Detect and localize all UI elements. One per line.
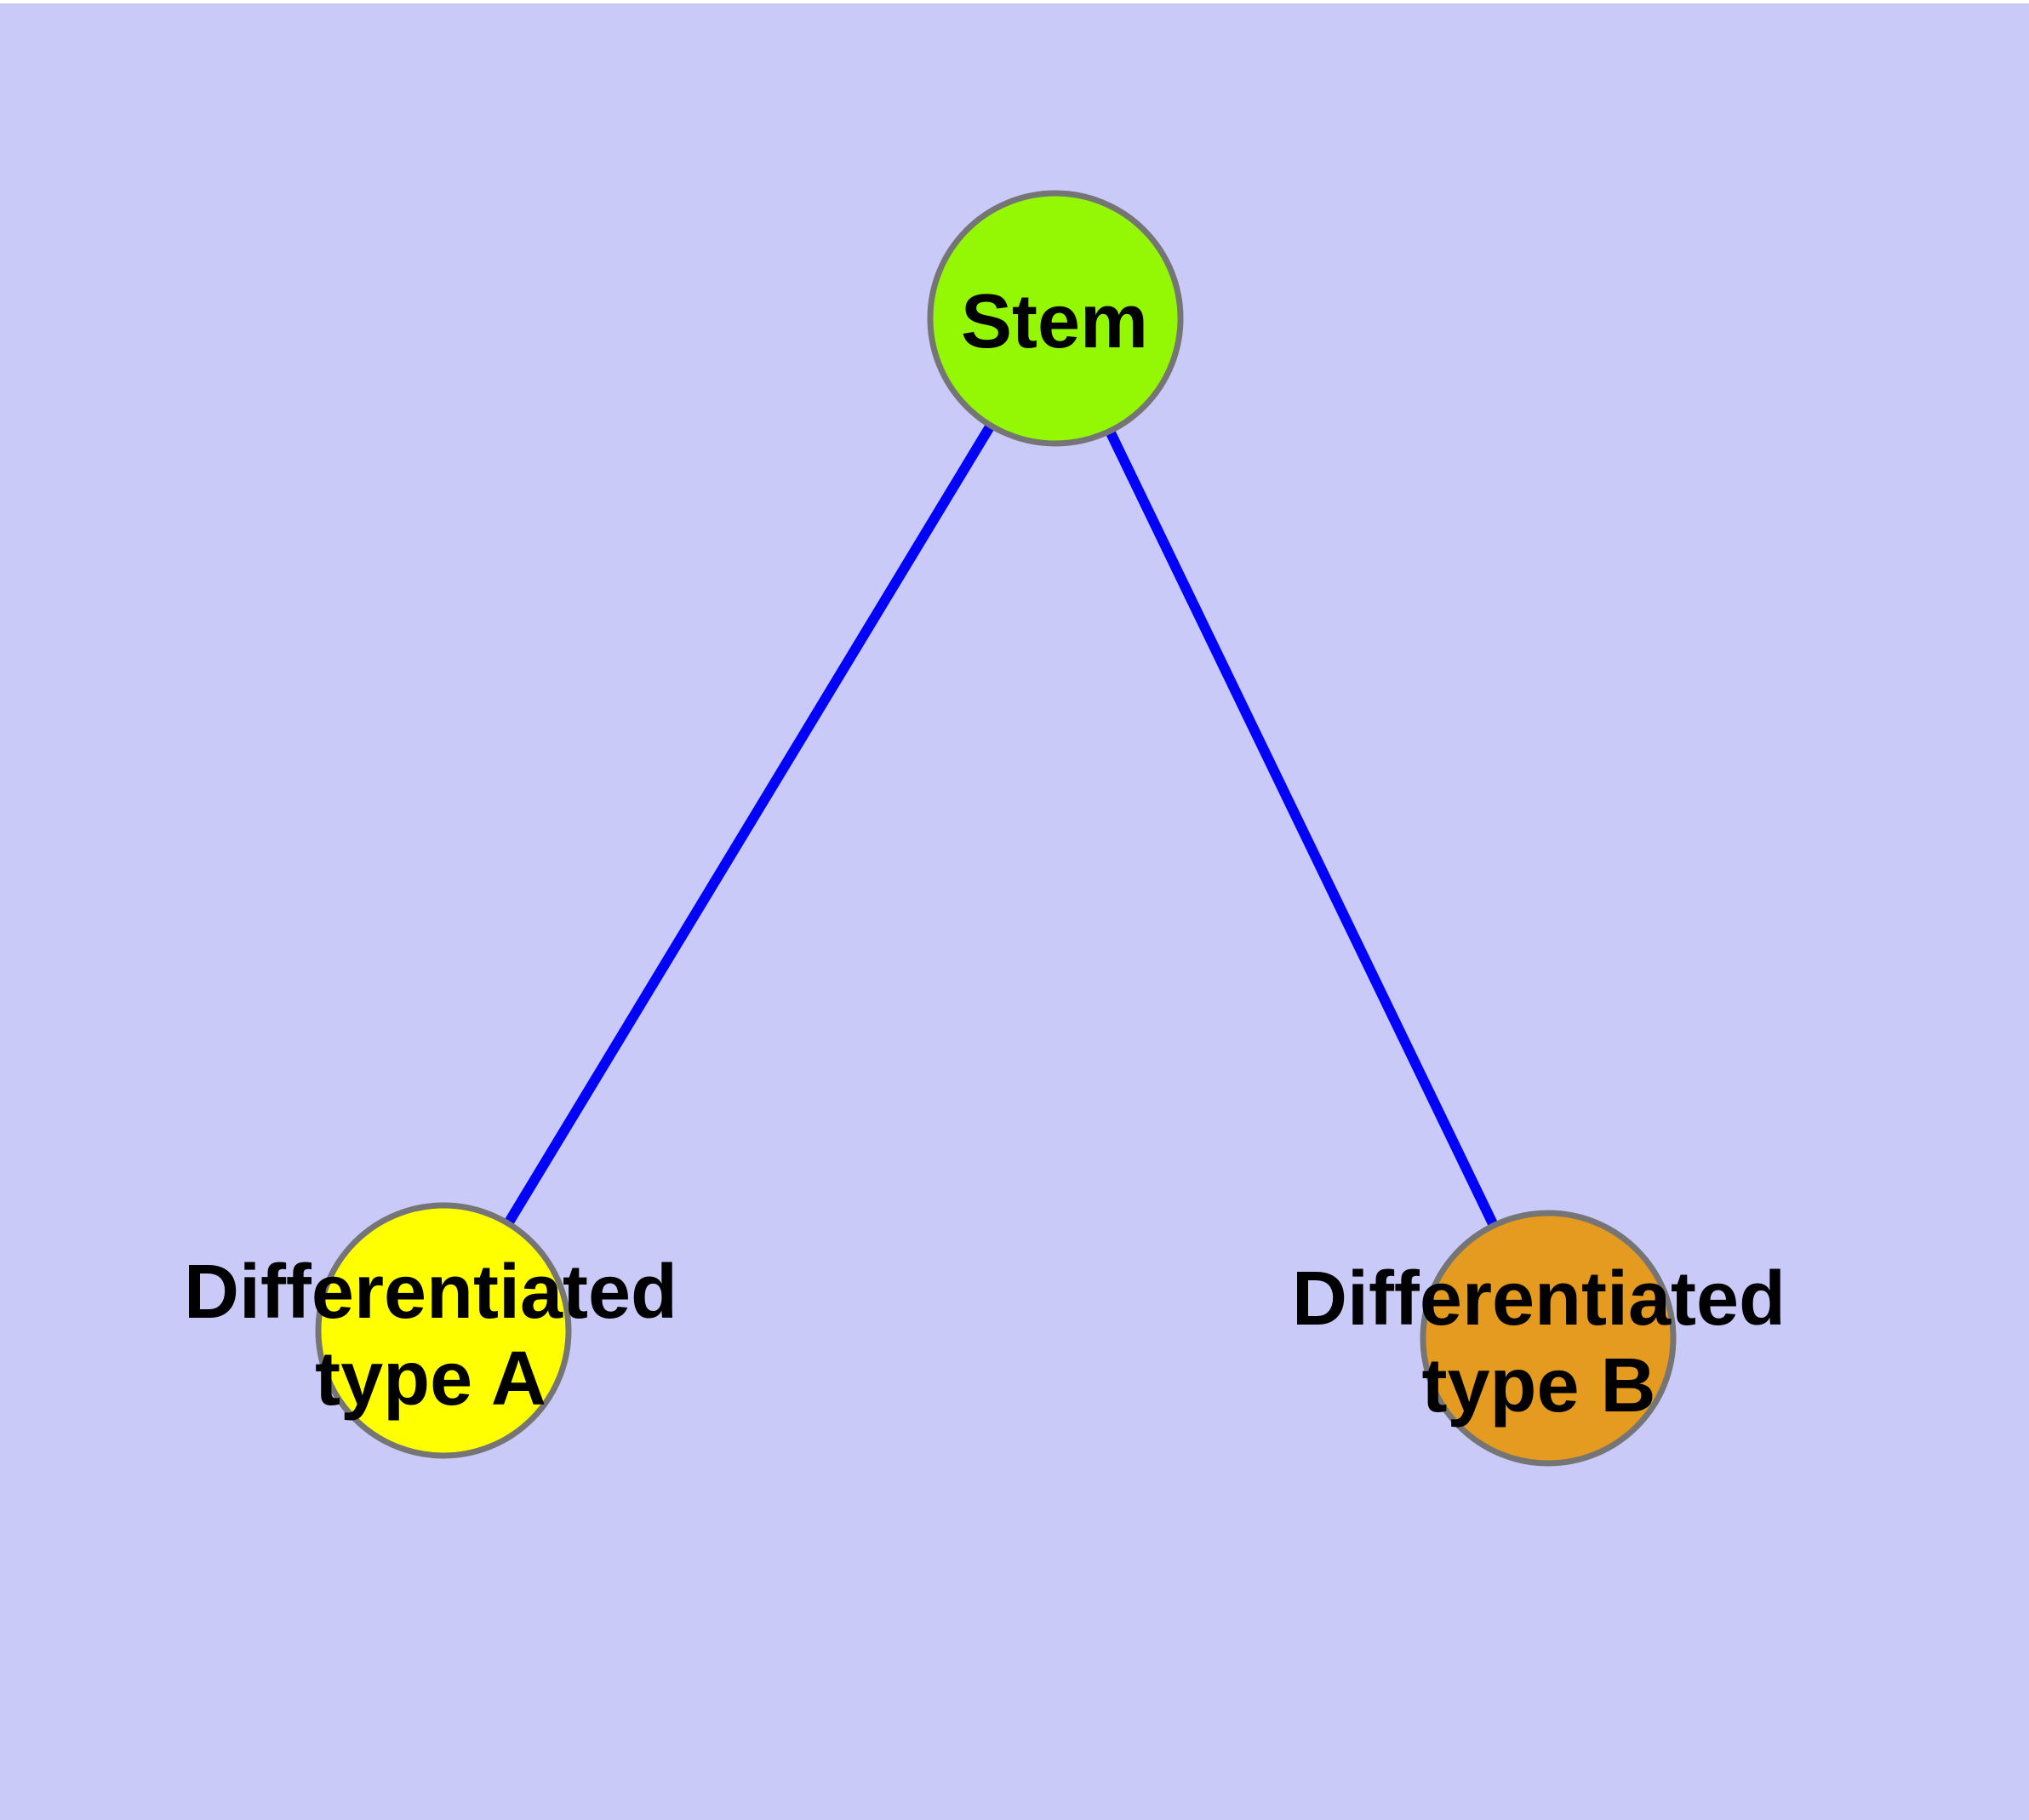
edge-stem-to-type-b [1050, 316, 1553, 1341]
node-stem-label: Stem [961, 279, 1148, 364]
edge-stem-to-type-a [438, 315, 1060, 1334]
node-type-a-label-line2: type A [315, 1336, 546, 1422]
top-edge-strip [0, 0, 2029, 3]
node-type-b-label-line1: Differentiated [1292, 1256, 1786, 1342]
node-stem [927, 190, 1184, 447]
node-differentiated-type-b [1420, 1210, 1677, 1467]
node-type-b-label-line2: type B [1421, 1343, 1655, 1428]
node-type-a-label-line1: Differentiated [184, 1250, 677, 1335]
node-differentiated-type-a [315, 1202, 572, 1459]
